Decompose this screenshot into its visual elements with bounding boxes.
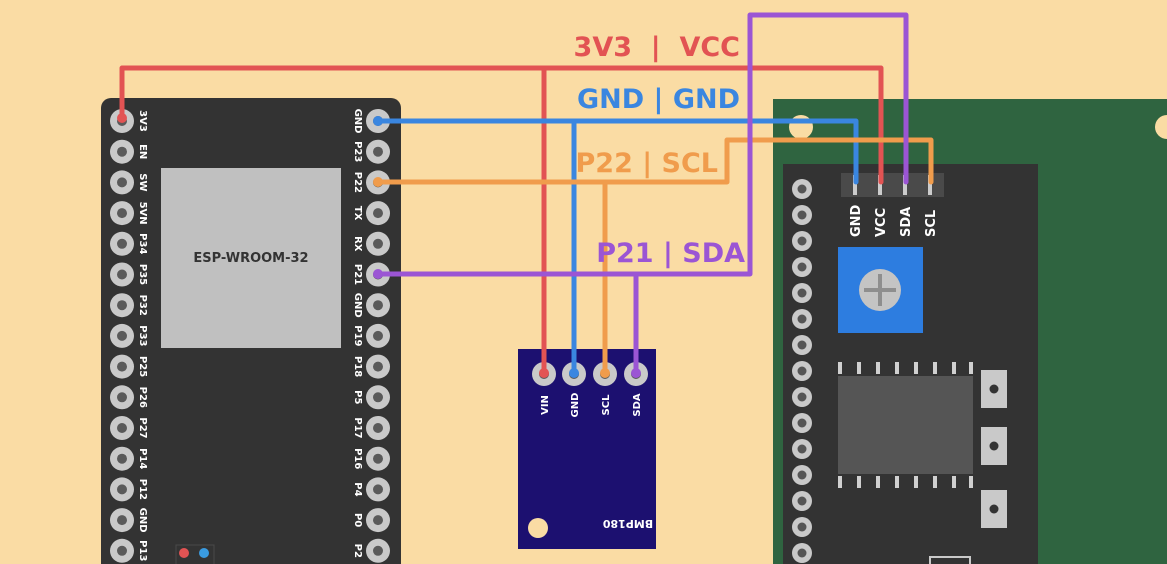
lcd-left-header: [792, 179, 812, 563]
esp32-pin-en: EN: [110, 139, 148, 164]
blue-led: [199, 548, 209, 558]
esp32-pin-label: P14: [137, 448, 148, 469]
esp32-pin-p5: P5: [352, 385, 390, 410]
label-gnd-gnd: GND | GND: [577, 84, 740, 115]
esp32-pin-label: P23: [352, 141, 363, 162]
esp32-pin-label: P35: [137, 264, 148, 285]
esp32-pin-label: RX: [352, 236, 363, 252]
esp32-pin-p34: P34: [110, 231, 148, 256]
esp32-pin-3v3: 3V3: [110, 109, 148, 133]
esp32-pin-label: P32: [137, 295, 148, 316]
esp32-board: ESP-WROOM-32 3V3ENSW5VNP34P35P32P33P25P2…: [101, 98, 401, 564]
potentiometer: [838, 247, 923, 333]
esp32-pin-rx: RX: [352, 231, 390, 256]
esp32-pin-label: SW: [137, 173, 148, 191]
esp32-pin-p13: P13: [110, 538, 148, 563]
ic-chip: [838, 362, 973, 488]
esp32-pin-label: P21: [352, 264, 363, 285]
esp32-pin-label: P19: [352, 325, 363, 346]
esp32-pin-p17: P17: [352, 416, 390, 440]
address-jumpers: [981, 370, 1007, 528]
esp32-pin-label: GND: [137, 508, 148, 533]
esp32-pin-p26: P26: [110, 385, 148, 410]
esp32-pin-label: P27: [137, 417, 148, 438]
esp32-pin-label: P25: [137, 356, 148, 377]
esp32-pin-p23: P23: [352, 139, 390, 164]
esp32-pin-label: P4: [352, 482, 363, 496]
esp32-pin-label: P16: [352, 448, 363, 469]
esp32-pin-p18: P18: [352, 354, 390, 379]
esp32-pin-tx: TX: [352, 201, 390, 226]
esp32-pin-p2: P2: [352, 538, 390, 563]
esp32-module-label: ESP-WROOM-32: [193, 251, 308, 266]
esp32-pin-label: GND: [352, 109, 363, 134]
esp32-pin-p33: P33: [110, 323, 148, 348]
esp32-pin-p0: P0: [352, 508, 390, 533]
esp32-pin-label: P26: [137, 387, 148, 408]
lcd-pin-label-gnd: GND: [849, 204, 864, 237]
wires: [119, 12, 934, 376]
bmp180-pin-label: GND: [570, 393, 581, 418]
label-3v3-vcc: 3V3 | VCC: [574, 32, 740, 63]
wire-p21-sda: [375, 12, 909, 376]
esp32-pin-p14: P14: [110, 446, 148, 471]
esp32-pin-5vn: 5VN: [110, 201, 148, 226]
esp32-pin-label: P13: [137, 540, 148, 561]
esp32-pin-label: 5VN: [137, 202, 148, 225]
esp32-pin-p25: P25: [110, 354, 148, 379]
esp32-pin-gnd: GND: [110, 508, 148, 533]
esp32-pin-label: 3V3: [137, 110, 148, 132]
esp32-pin-label: P22: [352, 172, 363, 193]
lcd-pcb: GND VCC SDA SCL: [773, 99, 1167, 564]
label-p21-sda: P21 | SDA: [596, 238, 745, 269]
bmp180-label: BMP180: [602, 517, 653, 530]
red-led: [179, 548, 189, 558]
bmp180-pin-label: VIN: [540, 395, 551, 415]
esp32-module: [161, 168, 341, 348]
esp32-pin-p19: P19: [352, 323, 390, 348]
esp32-pin-label: P2: [352, 544, 363, 558]
label-p22-scl: P22 | SCL: [576, 148, 719, 179]
esp32-pin-p12: P12: [110, 477, 148, 502]
esp32-pin-p4: P4: [352, 477, 390, 502]
esp32-pin-p35: P35: [110, 262, 148, 287]
lcd-pin-label-vcc: VCC: [874, 208, 889, 237]
wire-endpoints: [117, 113, 641, 378]
esp32-pin-label: GND: [352, 293, 363, 318]
esp32-pin-label: P17: [352, 417, 363, 438]
lcd-pin-label-scl: SCL: [924, 210, 939, 237]
esp32-pin-label: P33: [137, 325, 148, 346]
esp32-pin-label: P0: [352, 513, 363, 527]
esp32-pin-p27: P27: [110, 416, 148, 440]
bmp180-board: VIN GND SCL SDA BMP180: [518, 349, 656, 549]
esp32-pin-p16: P16: [352, 446, 390, 471]
esp32-pin-sw: SW: [110, 170, 148, 195]
esp32-pin-label: P34: [137, 233, 148, 254]
esp32-pin-label: EN: [137, 144, 148, 159]
lcd-pin-label-sda: SDA: [899, 207, 914, 237]
esp32-pin-label: P5: [352, 390, 363, 404]
esp32-pin-label: P12: [137, 479, 148, 500]
wire-gnd-gnd: [375, 118, 859, 376]
bmp180-pin-label: SDA: [632, 393, 643, 417]
wire-p22-scl: [375, 137, 934, 376]
esp32-pin-label: P18: [352, 356, 363, 377]
bmp180-pin-label: SCL: [601, 394, 612, 416]
esp32-pin-label: TX: [352, 206, 363, 221]
esp32-pin-p32: P32: [110, 293, 148, 318]
esp32-pin-gnd: GND: [352, 293, 390, 318]
